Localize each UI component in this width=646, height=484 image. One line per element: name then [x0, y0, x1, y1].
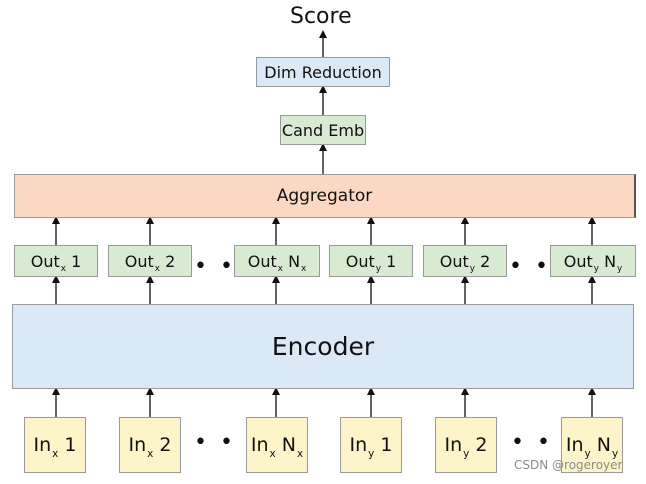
- ellipsis-inputs-y: • • •: [511, 430, 579, 455]
- encoder-label: Encoder: [271, 332, 375, 361]
- score-label: Score: [290, 4, 352, 29]
- aggregator-box: Aggregator: [14, 174, 636, 218]
- cand-emb-box: Cand Emb: [280, 115, 366, 145]
- ellipsis-inputs-x: • • •: [194, 430, 262, 455]
- dim-reduction-label: Dim Reduction: [264, 62, 382, 82]
- aggregator-label: Aggregator: [276, 186, 373, 206]
- cand-emb-label: Cand Emb: [281, 120, 365, 140]
- watermark: CSDN @rogeroyer: [514, 458, 623, 472]
- encoder-box: Encoder: [12, 304, 634, 389]
- dim-reduction-box: Dim Reduction: [256, 57, 390, 87]
